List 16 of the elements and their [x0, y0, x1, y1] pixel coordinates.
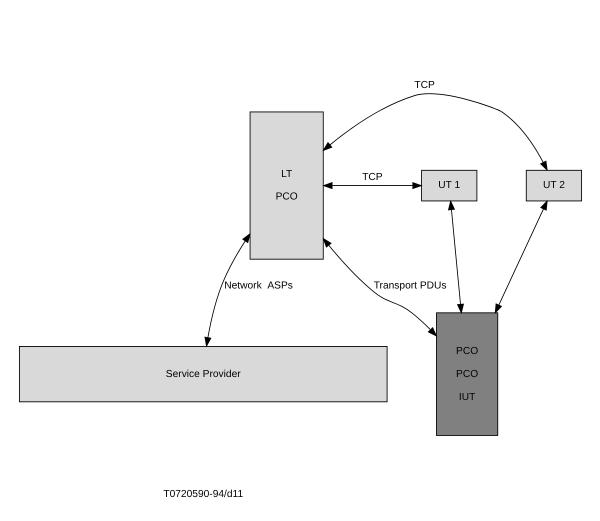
node-box: PCO PCO IUT [436, 312, 498, 436]
edge-label: Transport PDUs [373, 280, 446, 292]
arrow [322, 182, 422, 190]
edge-label: Network ASPs [224, 280, 292, 292]
edge-label: TCP [362, 172, 382, 184]
arrow [494, 200, 548, 314]
node-box: LT PCO [249, 112, 324, 260]
arrow [204, 232, 250, 348]
node-box: UT 2 [525, 170, 582, 202]
arrow [447, 200, 464, 314]
node-box: Service Provider [18, 346, 388, 402]
arrow [322, 93, 548, 172]
node-box: UT 1 [420, 170, 477, 202]
edge-label: TCP [414, 80, 434, 91]
label: T0720590-94/d11 [162, 488, 243, 500]
arrow [322, 238, 437, 337]
